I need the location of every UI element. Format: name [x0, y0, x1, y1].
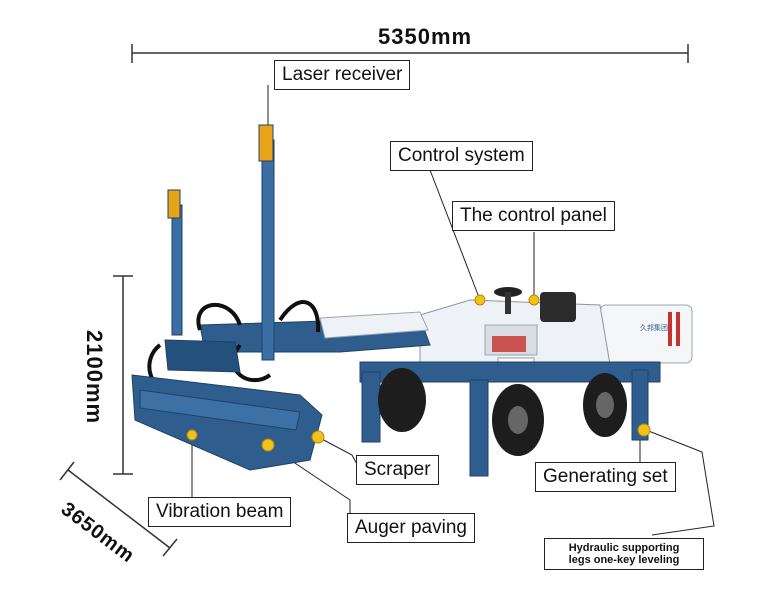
width-dimension-line — [59, 461, 178, 557]
label-generating-set: Generating set — [535, 462, 676, 492]
chassis-frame — [359, 361, 661, 477]
height-dimension-text: 2100mm — [82, 330, 107, 425]
label-control-system: Control system — [390, 141, 533, 171]
wheels — [378, 368, 627, 456]
leader-hydraulic-legs — [645, 429, 715, 536]
length-dimension-line — [131, 44, 689, 63]
generator-body: 久邦集团 — [599, 304, 693, 364]
label-hydraulic-legs-line2: legs one-key leveling — [568, 554, 680, 566]
leader-auger-paving — [267, 444, 351, 514]
laser-masts — [167, 124, 275, 361]
label-hydraulic-legs: Hydraulic supporting legs one-key leveli… — [544, 538, 704, 570]
label-control-panel: The control panel — [452, 201, 615, 231]
label-laser-receiver: Laser receiver — [274, 60, 411, 90]
label-hydraulic-legs-line1: Hydraulic supporting — [568, 542, 680, 554]
marker-dots — [186, 294, 651, 452]
leader-scraper — [317, 436, 359, 467]
boom-arm — [199, 311, 431, 353]
svg-text:久邦集团: 久邦集团 — [640, 323, 668, 332]
label-auger-paving: Auger paving — [347, 513, 475, 543]
length-dimension-text: 5350mm — [378, 24, 473, 49]
operator-seat — [484, 287, 576, 356]
leader-control-system — [429, 169, 481, 301]
label-vibration-beam: Vibration beam — [148, 497, 292, 527]
screed-head — [131, 339, 323, 471]
label-scraper: Scraper — [356, 455, 439, 485]
height-dimension-line — [113, 275, 133, 475]
